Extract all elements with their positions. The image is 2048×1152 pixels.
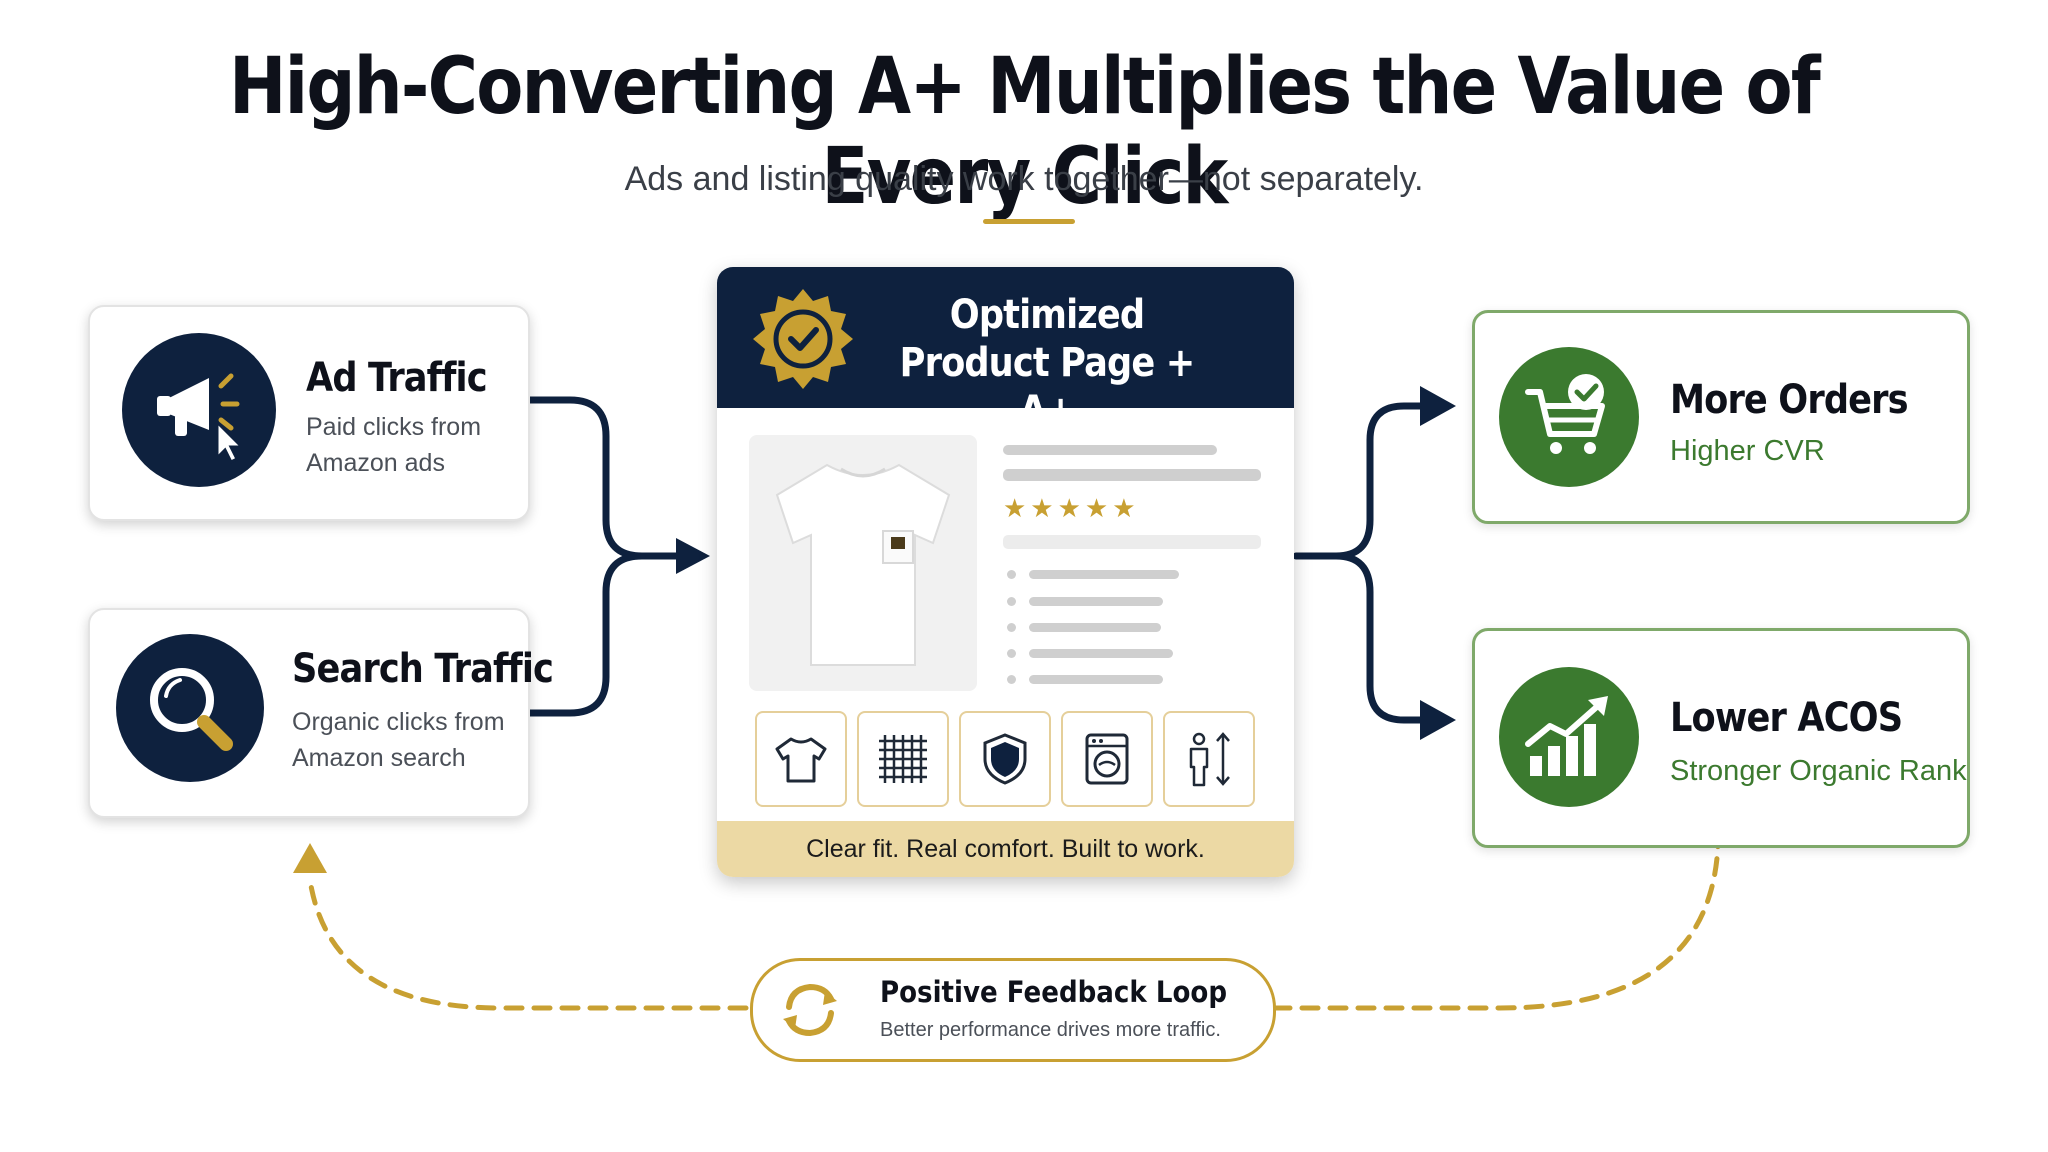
bullet-dot: [1007, 597, 1016, 606]
feedback-loop-desc: Better performance drives more traffic.: [880, 1019, 1221, 1041]
lower-acos-title: Lower ACOS: [1670, 695, 1903, 741]
more-orders-subtitle: Higher CVR: [1670, 435, 1825, 467]
arrowhead-orders: [1420, 386, 1456, 426]
product-tagline: Clear fit. Real comfort. Built to work.: [717, 821, 1294, 877]
cart-check-icon: [1525, 374, 1605, 454]
bullet-line: [1029, 597, 1163, 606]
tshirt-icon: [775, 737, 827, 783]
search-traffic-desc-1: Organic clicks from: [292, 708, 505, 736]
product-page-title: Optimized Product Page + A+: [889, 291, 1206, 435]
product-page-header: Optimized Product Page + A+: [717, 267, 1294, 434]
feature-tile-fit: [755, 711, 847, 807]
search-traffic-desc-2: Amazon search: [292, 744, 466, 772]
verified-badge-icon: [753, 289, 853, 389]
product-image: [749, 435, 977, 691]
bullet-dot: [1007, 623, 1016, 632]
more-orders-icon-circle: [1499, 347, 1639, 487]
loop-dash-right: [1271, 842, 1721, 1011]
search-traffic-title: Search Traffic: [292, 646, 554, 692]
lower-acos-subtitle: Stronger Organic Rank: [1670, 755, 1967, 787]
ad-traffic-icon-circle: [122, 333, 276, 487]
size-height-icon: [1189, 732, 1230, 787]
bullet-dot: [1007, 649, 1016, 658]
loop-arrowhead: [293, 843, 327, 873]
bullet-line: [1029, 649, 1173, 658]
title-placeholder-bar-2: [1003, 469, 1261, 481]
product-page-title-line2: Product Page + A+: [899, 340, 1196, 434]
tshirt-image-icon: [775, 463, 951, 666]
title-placeholder-bar-1: [1003, 445, 1217, 455]
lower-acos-icon-circle: [1499, 667, 1639, 807]
bullet-line: [1029, 570, 1179, 579]
search-traffic-card: Search Traffic Organic clicks from Amazo…: [88, 608, 554, 818]
ad-traffic-desc-1: Paid clicks from: [306, 413, 482, 441]
washing-machine-icon: [1085, 733, 1129, 785]
feature-tile-size: [1163, 711, 1255, 807]
search-traffic-icon-circle: [116, 634, 264, 782]
feature-tile-fabric: [857, 711, 949, 807]
price-placeholder-bar: [1003, 535, 1261, 549]
refresh-cycle-icon: [783, 983, 837, 1037]
more-orders-card: More Orders Higher CVR: [1472, 310, 1970, 524]
fabric-grid-icon: [879, 735, 927, 783]
bullet-line: [1029, 675, 1163, 684]
magnifier-icon: [150, 668, 233, 751]
product-page-title-line1: Optimized: [949, 292, 1145, 338]
ad-traffic-desc-2: Amazon ads: [306, 449, 445, 477]
connector-search-to-product: [524, 552, 646, 717]
bullet-line: [1029, 623, 1161, 632]
arrowhead-acos: [1420, 700, 1456, 740]
title-divider: [983, 219, 1075, 224]
loop-dash-left: [307, 877, 749, 1011]
arrowhead-product: [676, 538, 710, 574]
megaphone-icon: [157, 373, 246, 465]
page-subtitle: Ads and listing quality work together—no…: [624, 160, 1424, 198]
rating-stars: ★★★★★: [1003, 493, 1140, 523]
lower-acos-card: Lower ACOS Stronger Organic Rank: [1472, 628, 1970, 848]
page-title: High-Converting A+ Multiplies the Value …: [228, 42, 1821, 222]
product-page-card: Optimized Product Page + A+ ★★★★★: [717, 267, 1294, 877]
feedback-loop-title: Positive Feedback Loop: [880, 975, 1228, 1009]
feature-tile-durability: [959, 711, 1051, 807]
growth-chart-icon: [1525, 696, 1608, 776]
shield-icon: [983, 733, 1027, 785]
ad-traffic-title: Ad Traffic: [306, 355, 488, 401]
bullet-dot: [1007, 570, 1016, 579]
connector-ad-to-product: [524, 396, 694, 560]
more-orders-title: More Orders: [1670, 377, 1909, 423]
connector-product-to-acos: [1332, 552, 1429, 724]
feature-tile-care: [1061, 711, 1153, 807]
connector-product-to-orders: [1292, 402, 1429, 560]
bullet-dot: [1007, 675, 1016, 684]
ad-traffic-card: Ad Traffic Paid clicks from Amazon ads: [88, 305, 530, 521]
feedback-loop-pill: Positive Feedback Loop Better performanc…: [750, 958, 1276, 1062]
